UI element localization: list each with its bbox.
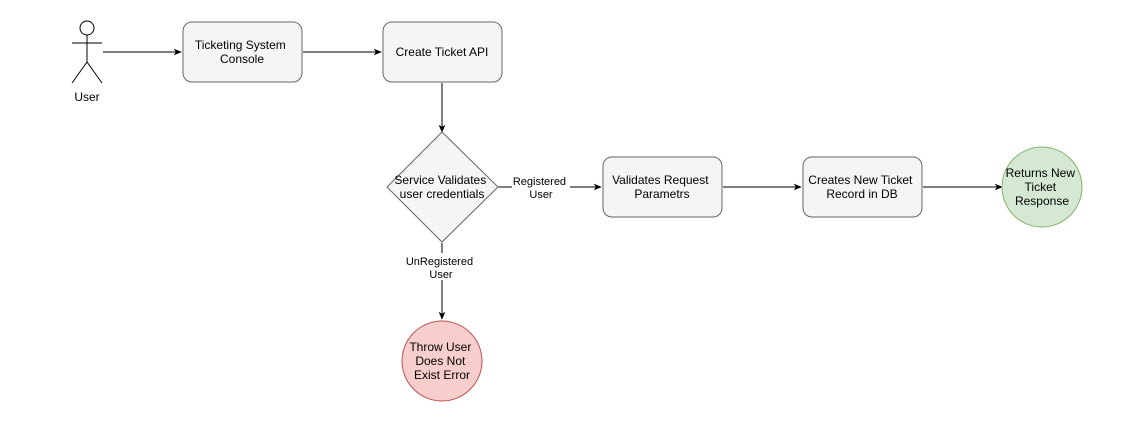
node-create-ticket-api[interactable]: Create Ticket API <box>382 21 503 83</box>
node-ticketing-system-console[interactable]: Ticketing System Console <box>182 21 303 83</box>
node-throw-error-line-1: Throw User <box>409 340 471 354</box>
user-actor[interactable]: User <box>71 20 103 104</box>
node-returns-response-line-2: Ticket <box>1025 180 1057 194</box>
edge-label-registered-line-2: User <box>529 189 553 201</box>
node-validate-credentials-line-2: user credentials <box>400 187 485 201</box>
svg-text:Registered User: Registered User <box>513 176 569 201</box>
node-throw-user-does-not-exist-error[interactable]: Throw User Does Not Exist Error <box>401 320 483 402</box>
node-validate-credentials-decision[interactable]: Service Validates user credentials <box>386 131 499 243</box>
edge-label-unregistered-line-2: User <box>429 269 453 281</box>
node-returns-new-ticket-response[interactable]: Returns New Ticket Response <box>1001 146 1083 228</box>
node-validate-params-line-1: Validates Request <box>612 173 709 187</box>
edge-label-unregistered: UnRegistered User <box>404 253 478 281</box>
node-create-api-line-1: Create Ticket API <box>396 45 489 59</box>
node-creates-new-ticket-record[interactable]: Creates New Ticket Record in DB <box>802 156 923 218</box>
node-validate-params-line-2: Parametrs <box>634 187 689 201</box>
svg-text:Creates New Ticket Recor: Creates New Ticket Record in DB <box>808 173 915 201</box>
svg-text:Create Ticket API: Create Ticket API <box>396 45 489 59</box>
node-returns-response-line-1: Returns New <box>1006 166 1076 180</box>
node-create-record-line-2: Record in DB <box>826 187 897 201</box>
node-console-line-2: Console <box>220 52 264 66</box>
edge-label-registered: Registered User <box>512 174 570 201</box>
svg-text:Validates Request Parame: Validates Request Parametrs <box>612 173 712 201</box>
svg-text:Service Validates user c: Service Validates user credentials <box>394 173 489 201</box>
svg-text:UnRegistered User: UnRegistered User <box>406 256 476 281</box>
user-actor-label: User <box>74 90 99 104</box>
node-throw-error-line-3: Exist Error <box>414 368 470 382</box>
stick-figure-icon <box>71 20 103 84</box>
node-throw-error-line-2: Does Not <box>415 354 466 368</box>
svg-text:Returns New Ticket: Returns New Ticket Response <box>1006 166 1079 208</box>
node-returns-response-line-3: Response <box>1015 194 1069 208</box>
node-create-record-line-1: Creates New Ticket <box>808 173 913 187</box>
svg-text:Ticketing System Console: Ticketing System Console <box>195 38 289 66</box>
edge-label-registered-line-1: Registered <box>513 176 566 188</box>
edge-label-unregistered-line-1: UnRegistered <box>406 256 473 268</box>
node-validate-credentials-line-1: Service Validates <box>394 173 486 187</box>
node-validates-request-parametrs[interactable]: Validates Request Parametrs <box>602 156 723 218</box>
svg-text:Throw User Does Not: Throw User Does Not Exist Error <box>409 340 474 382</box>
node-console-line-1: Ticketing System <box>195 38 286 52</box>
